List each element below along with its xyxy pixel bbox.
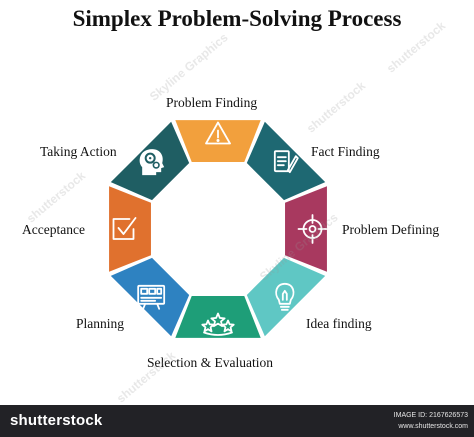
head-gears-icon (139, 149, 165, 176)
segment-selection-evaluation (175, 296, 261, 338)
label-selection-evaluation: Selection & Evaluation (147, 355, 273, 370)
label-taking-action: Taking Action (40, 144, 117, 159)
footer-url-text: www.shutterstock.com (398, 423, 468, 430)
planning-board-icon (137, 284, 166, 310)
crosshair-target-icon (297, 214, 328, 244)
footer-bar: shutterstock IMAGE ID: 2167626573 www.sh… (0, 405, 474, 437)
page-title: Simplex Problem-Solving Process (72, 6, 402, 31)
segment-acceptance (109, 186, 151, 272)
shutterstock-logo: shutterstock (10, 412, 103, 429)
notepad-pencil-icon (273, 150, 299, 174)
label-problem-defining: Problem Defining (342, 222, 440, 237)
lightbulb-icon (275, 282, 295, 311)
warning-icon (205, 121, 231, 145)
image-id-text: IMAGE ID: 2167626573 (393, 412, 468, 419)
label-acceptance: Acceptance (22, 222, 85, 237)
label-problem-finding: Problem Finding (166, 95, 258, 110)
checkbox-icon (112, 217, 137, 240)
label-planning: Planning (76, 316, 125, 331)
label-fact-finding: Fact Finding (311, 144, 380, 159)
three-stars-icon (201, 312, 235, 336)
label-idea-finding: Idea finding (306, 316, 372, 331)
